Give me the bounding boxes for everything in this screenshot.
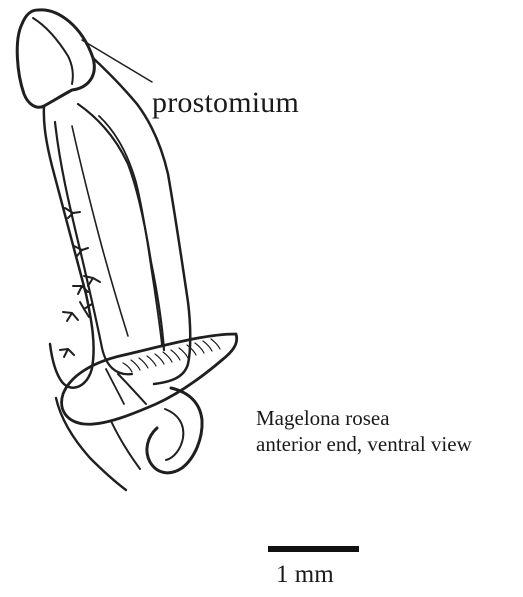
body-tail-right: [111, 421, 140, 469]
body-outline-left: [44, 106, 94, 388]
palp-loop-lower: [147, 388, 202, 473]
figure-caption: Magelona rosea anterior end, ventral vie…: [256, 405, 472, 457]
scale-label: 1 mm: [276, 562, 334, 587]
prostomium-label: prostomium: [152, 88, 299, 118]
body-inner-channel: [99, 116, 162, 346]
prostomium-outline: [17, 10, 94, 107]
body-tail-left: [56, 398, 126, 490]
palp-loop-lower-inner: [165, 409, 183, 460]
prostomium-midline: [33, 18, 73, 84]
scale-bar: [268, 546, 359, 552]
caption-description: anterior end, ventral view: [256, 431, 472, 457]
caption-species-name: Magelona rosea: [256, 405, 472, 431]
